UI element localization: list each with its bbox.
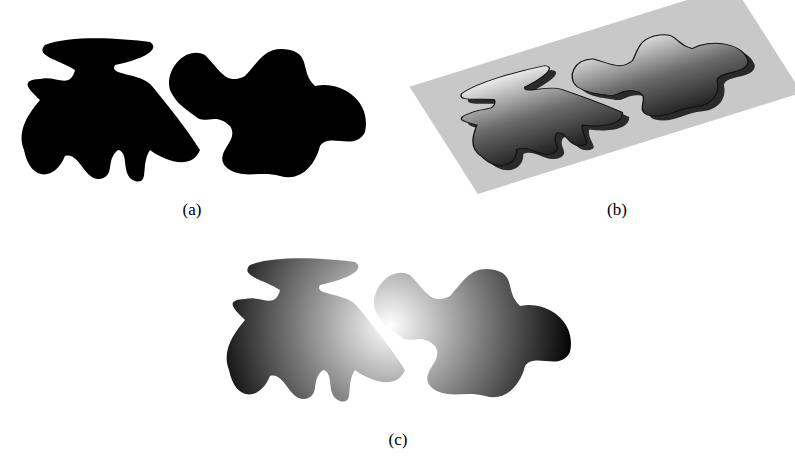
binary-shape [22, 38, 366, 181]
panel-label: (b) [607, 200, 627, 220]
distance-surface [410, 0, 795, 194]
panel-label: (c) [389, 430, 408, 450]
panel-label: (a) [183, 200, 202, 220]
distance-map [227, 258, 571, 401]
